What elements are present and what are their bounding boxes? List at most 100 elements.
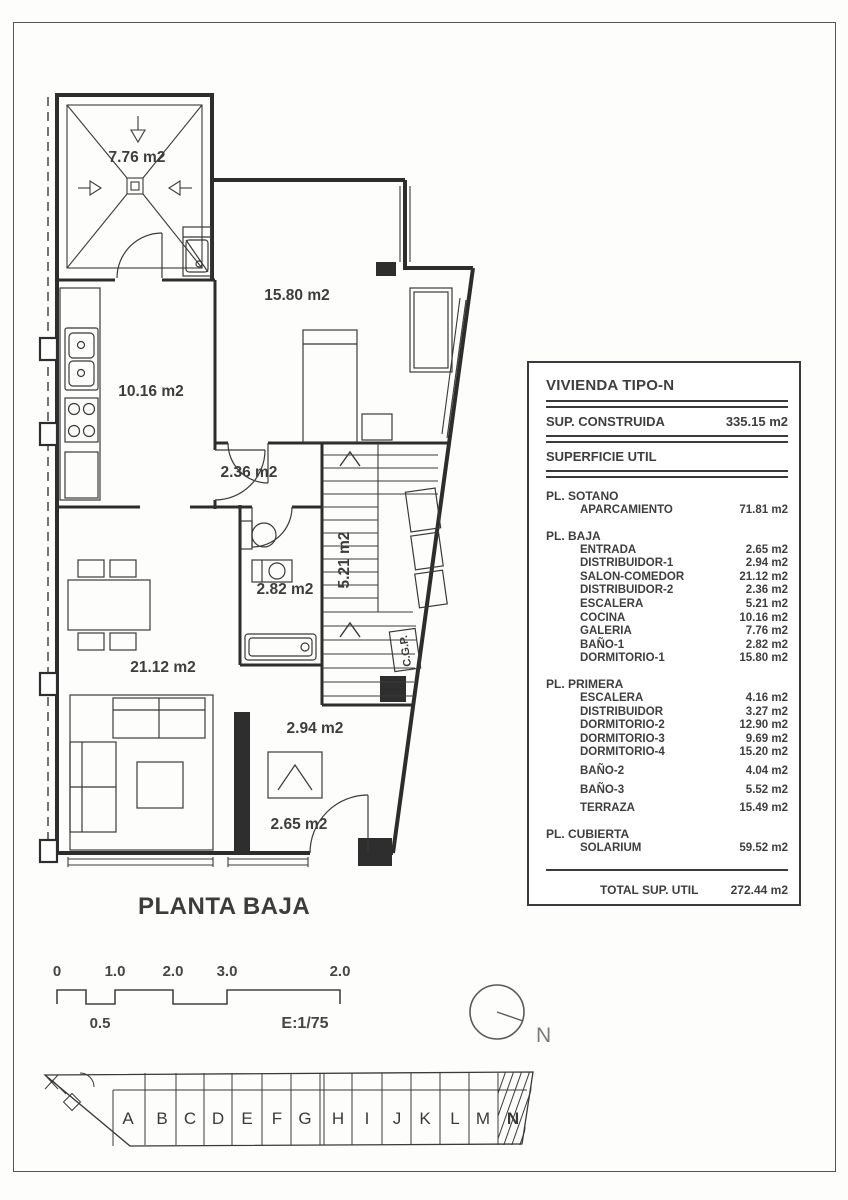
north-indicator: N [469,984,551,1047]
plot-k: K [419,1109,431,1128]
scale-bar: 0 1.0 2.0 3.0 2.0 0.5 E:1/75 [53,963,351,1032]
room-name: SOLARIUM [580,841,642,854]
site-plan: A B C D E F G H I J K L M N [43,1071,534,1147]
room-area: 3.27 m2 [745,705,788,718]
table-row: DISTRIBUIDOR-2 2.36 m2 [546,584,788,598]
bedroom-furniture [302,287,453,443]
section-heading: PL. CUBIERTA [546,826,630,841]
room-name: ENTRADA [580,543,637,556]
plot-i: I [365,1109,370,1128]
room-labels: 7.76 m2 15.80 m2 10.16 m2 2.36 m2 5.21 m… [109,149,353,833]
plot-b: B [156,1109,167,1128]
table-row: SOLARIUM 59.52 m2 [546,842,788,856]
hall-closet [267,751,323,799]
window-lines [67,186,467,867]
total-divider [546,869,788,872]
table-row: DISTRIBUIDOR 3.27 m2 [546,706,788,720]
plot-f: F [272,1109,282,1128]
table-row: BAÑO-3 5.52 m2 [546,784,788,798]
table-row: ENTRADA 2.65 m2 [546,544,788,558]
site-plan-lines [44,1072,527,1147]
table-row: DORMITORIO-3 9.69 m2 [546,733,788,747]
room-area: 2.94 m2 [745,557,788,570]
plot-d: D [212,1109,224,1128]
north-label: N [536,1024,551,1047]
bathroom-fixtures [240,520,317,661]
plot-g: G [298,1109,311,1128]
utility-appliances [388,487,448,673]
room-name: DISTRIBUIDOR-1 [580,557,674,570]
label-entrada: 2.65 m2 [271,816,328,833]
room-area: 9.69 m2 [745,732,788,745]
corner-pillar [380,676,406,702]
built-area-label: SUP. CONSTRUIDA [546,414,665,429]
total-label: TOTAL SUP. UTIL [600,883,699,898]
room-area: 5.21 m2 [745,597,788,610]
north-needle [496,1011,524,1022]
plot-l: L [450,1109,459,1128]
table-row: APARCAMIENTO 71.81 m2 [546,504,788,518]
label-salon: 21.12 m2 [130,659,196,676]
room-name: BAÑO-1 [580,638,625,651]
section-heading: PL. PRIMERA [546,676,624,691]
room-area: 59.52 m2 [739,841,788,854]
label-cocina: 10.16 m2 [118,383,184,400]
room-name: DORMITORIO-2 [580,719,665,732]
plot-m: M [476,1109,490,1128]
plot-n-hatching [498,1072,534,1145]
divider [546,435,788,443]
galeria-sink [182,226,212,277]
livingroom-furniture [67,559,214,851]
plot-e: E [241,1109,252,1128]
section-heading: PL. SOTANO [546,489,619,503]
wall-salon-entrada [234,712,250,853]
room-area: 10.16 m2 [739,611,788,624]
plot-n: N [507,1109,519,1128]
built-area-row: SUP. CONSTRUIDA 335.15 m2 [546,414,788,429]
north-circle [469,984,525,1040]
room-area: 2.65 m2 [745,543,788,556]
table-row: ESCALERA 4.16 m2 [546,692,788,706]
room-area: 21.12 m2 [739,570,788,583]
room-name: TERRAZA [580,802,635,815]
total-value: 272.44 m2 [730,883,788,898]
plan-title: PLANTA BAJA [138,893,311,920]
table-row: DORMITORIO-2 12.90 m2 [546,719,788,733]
interior-walls [57,278,449,707]
room-area: 2.82 m2 [745,638,788,651]
cgp-label: C.G.P. [398,634,414,667]
plot-c: C [184,1109,196,1128]
plot-a: A [122,1109,134,1128]
section-cubierta: PL. CUBIERTA SOLARIUM 59.52 m2 [546,827,788,856]
exterior-walls [55,93,475,855]
room-area: 4.16 m2 [745,691,788,704]
divider [546,400,788,408]
label-escalera: 5.21 m2 [336,532,353,589]
room-area: 5.52 m2 [745,783,788,796]
room-area: 4.04 m2 [745,764,788,777]
room-name: ESCALERA [580,691,644,704]
room-name: GALERIA [580,625,632,638]
plot-letters: A B C D E F G H I J K L M N [122,1109,519,1128]
scale-tick-0: 0 [53,963,61,980]
room-name: DORMITORIO-4 [580,746,665,759]
table-row: COCINA 10.16 m2 [546,612,788,626]
total-row: TOTAL SUP. UTIL 272.44 m2 [546,883,788,897]
section-heading: PL. BAJA [546,528,601,543]
scale-half-label: 0.5 [90,1015,111,1032]
room-area: 12.90 m2 [739,719,788,732]
room-area: 15.80 m2 [739,652,788,665]
table-row: ESCALERA 5.21 m2 [546,598,788,612]
plot-j: J [393,1109,402,1128]
section-primera: PL. PRIMERA ESCALERA 4.16 m2 DISTRIBUIDO… [546,677,788,816]
window-pillar [376,262,396,276]
left-wall-pillars [38,336,59,864]
label-distribuidor1: 2.94 m2 [287,720,344,737]
label-distribuidor2: 2.36 m2 [221,464,278,481]
table-row: BAÑO-1 2.82 m2 [546,639,788,653]
label-galeria: 7.76 m2 [109,149,166,166]
area-info-table: VIVIENDA TIPO-N SUP. CONSTRUIDA 335.15 m… [527,361,801,906]
table-row: BAÑO-2 4.04 m2 [546,765,788,779]
